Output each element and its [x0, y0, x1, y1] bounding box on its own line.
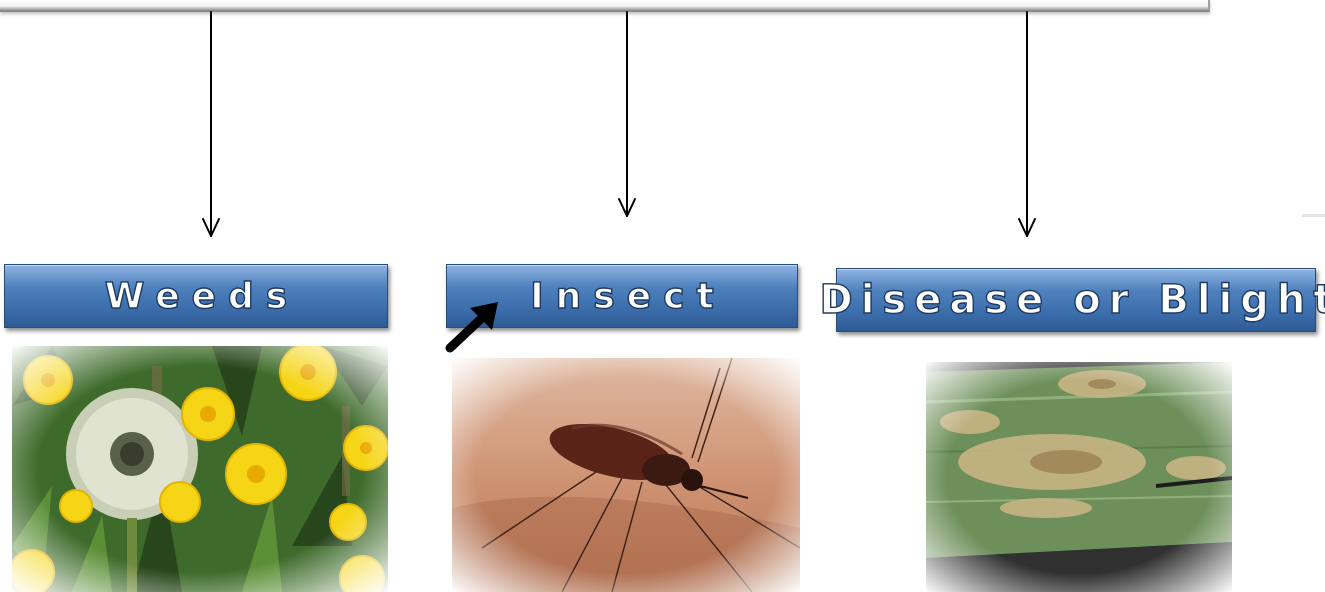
divider-mark	[1302, 214, 1325, 217]
connector-arrow-disease	[1019, 12, 1035, 236]
dandelion-photo	[12, 346, 388, 592]
leaf-blight-photo	[926, 362, 1232, 592]
connector-arrow-insect	[619, 12, 635, 216]
mosquito-photo	[452, 358, 800, 592]
category-label-disease: Disease or Blight	[812, 277, 1325, 323]
connector-arrow-weeds	[203, 12, 219, 236]
black-diagonal-arrow-icon	[440, 296, 504, 356]
connector-arrows	[0, 0, 1325, 260]
category-box-disease: Disease or Blight	[836, 268, 1316, 332]
category-label-insect: Insect	[518, 276, 725, 317]
category-box-weeds: Weeds	[4, 264, 388, 328]
category-label-weeds: Weeds	[93, 276, 299, 317]
